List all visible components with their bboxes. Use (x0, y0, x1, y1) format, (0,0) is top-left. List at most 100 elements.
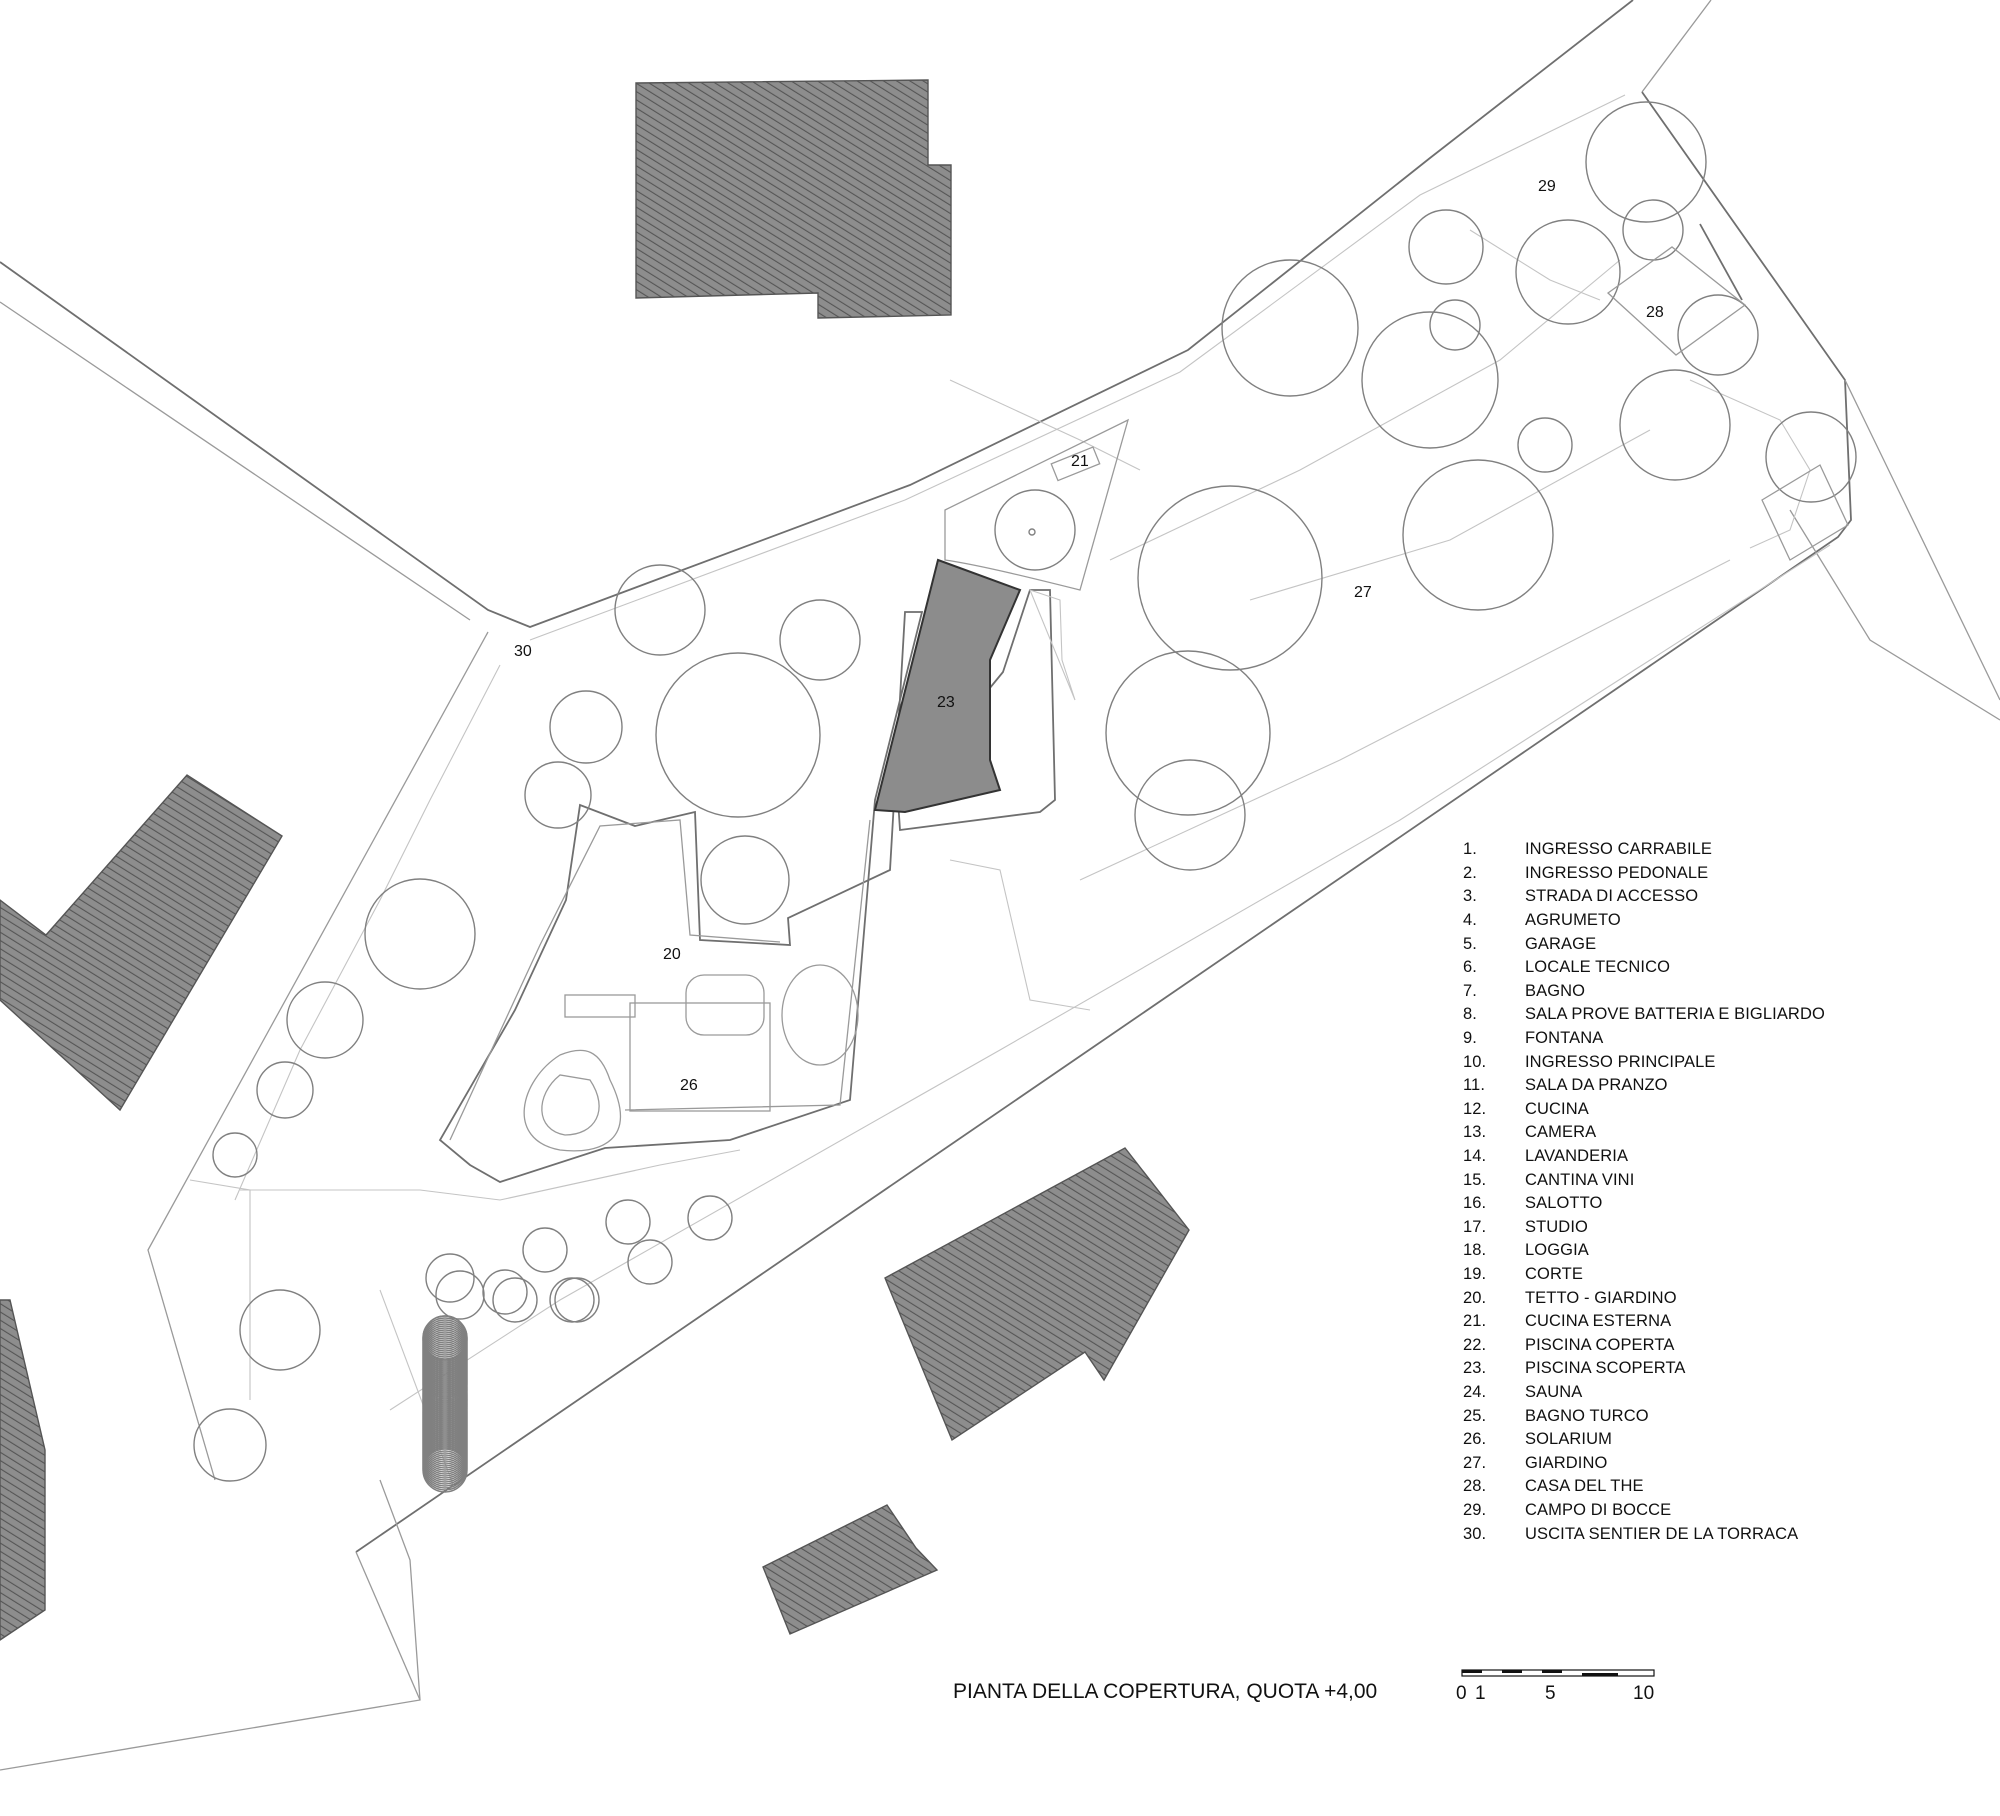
legend-item-number: 26. (1463, 1430, 1487, 1449)
legend-item-text: CANTINA VINI (1525, 1170, 1635, 1189)
legend-item-text: GIARDINO (1525, 1453, 1608, 1472)
legend-item-text: INGRESSO PEDONALE (1525, 863, 1709, 882)
legend-item-number: 28. (1463, 1477, 1487, 1496)
legend-item: 21. CUCINA ESTERNA (1463, 1310, 1883, 1334)
legend-item-text: LAVANDERIA (1525, 1147, 1629, 1166)
legend-item-text: PISCINA SCOPERTA (1525, 1359, 1686, 1378)
label-20: 20 (663, 946, 681, 963)
legend-item-number: 16. (1463, 1194, 1487, 1213)
legend-item-number: 5. (1463, 934, 1477, 953)
legend-item-number: 13. (1463, 1123, 1487, 1142)
legend-item-number: 22. (1463, 1335, 1487, 1354)
legend-item: 14. LAVANDERIA (1463, 1145, 1883, 1169)
legend-item-number: 3. (1463, 887, 1477, 906)
label-27: 27 (1354, 584, 1372, 601)
legend-item-number: 10. (1463, 1052, 1487, 1071)
legend-item: 6. LOCALE TECNICO (1463, 956, 1883, 980)
legend-item: 2. INGRESSO PEDONALE (1463, 862, 1883, 886)
legend-item: 29. CAMPO DI BOCCE (1463, 1499, 1883, 1523)
legend-item: 20.TETTO - GIARDINO (1463, 1286, 1883, 1310)
legend-item-text: LOCALE TECNICO (1525, 958, 1671, 977)
legend-item-text: CAMPO DI BOCCE (1525, 1500, 1672, 1519)
legend-item-text: USCITA SENTIER DE LA TORRACA (1525, 1524, 1799, 1543)
legend-item-number: 21. (1463, 1312, 1487, 1331)
label-30: 30 (514, 643, 532, 660)
legend-item: 17.STUDIO (1463, 1216, 1883, 1240)
building-southwest (0, 1299, 46, 1641)
plan-labels: 20 21 23 26 27 28 29 30 (514, 178, 1664, 1094)
neighbouring-buildings (0, 79, 1190, 1641)
pool-area (873, 418, 1130, 814)
legend-item: 24. SAUNA (1463, 1381, 1883, 1405)
legend-item: 9.FONTANA (1463, 1027, 1883, 1051)
legend-item: 19.CORTE (1463, 1263, 1883, 1287)
legend-item-text: CAMERA (1525, 1123, 1597, 1142)
roads-and-boundaries (0, 0, 2000, 1771)
legend-item: 23. PISCINA SCOPERTA (1463, 1357, 1883, 1381)
legend-item-text: SOLARIUM (1525, 1430, 1612, 1449)
legend-item-number: 29. (1463, 1500, 1487, 1519)
legend-item-text: GARAGE (1525, 934, 1597, 953)
label-28: 28 (1646, 304, 1664, 321)
legend-item-number: 1. (1463, 840, 1477, 859)
label-21: 21 (1071, 453, 1089, 470)
legend-item: 27. GIARDINO (1463, 1451, 1883, 1475)
legend-item: 18.LOGGIA (1463, 1239, 1883, 1263)
legend-item-number: 18. (1463, 1241, 1487, 1260)
scale-label-5: 5 (1545, 1683, 1556, 1704)
legend-item: 3. STRADA DI ACCESSO (1463, 885, 1883, 909)
legend-item: 12.CUCINA (1463, 1098, 1883, 1122)
legend-item-text: SAUNA (1525, 1382, 1583, 1401)
legend-item-number: 9. (1463, 1029, 1477, 1048)
legend-item-number: 4. (1463, 911, 1477, 930)
legend-item-text: TETTO - GIARDINO (1525, 1288, 1677, 1307)
legend-item-number: 24. (1463, 1382, 1487, 1401)
legend-item: 26. SOLARIUM (1463, 1428, 1883, 1452)
legend-item: 4. AGRUMETO (1463, 909, 1883, 933)
legend-item-text: SALOTTO (1525, 1194, 1603, 1213)
main-building (438, 379, 1141, 1183)
legend-item: 25. BAGNO TURCO (1463, 1404, 1883, 1428)
legend-item-text: INGRESSO CARRABILE (1525, 840, 1713, 859)
legend-item-text: BAGNO TURCO (1525, 1406, 1649, 1425)
legend-item: 22. PISCINA COPERTA (1463, 1333, 1883, 1357)
legend-item-text: STUDIO (1525, 1217, 1588, 1236)
plan-title: PIANTA DELLA COPERTURA, QUOTA +4,00 (953, 1680, 1378, 1703)
legend-item-text: AGRUMETO (1525, 911, 1621, 930)
tea-house (1606, 223, 1849, 561)
legend-item-number: 25. (1463, 1406, 1487, 1425)
building-south (884, 1147, 1190, 1442)
scale-label-0: 0 (1456, 1683, 1467, 1704)
legend-item: 5. GARAGE (1463, 932, 1883, 956)
legend-item-text: BAGNO (1525, 981, 1586, 1000)
legend-item-number: 23. (1463, 1359, 1487, 1378)
scale-label-10: 10 (1633, 1683, 1655, 1704)
legend-item-number: 27. (1463, 1453, 1487, 1472)
legend-item-number: 19. (1463, 1264, 1487, 1283)
legend-item-text: PISCINA COPERTA (1525, 1335, 1675, 1354)
legend-item-number: 15. (1463, 1170, 1487, 1189)
legend-item-number: 6. (1463, 958, 1477, 977)
legend-item-text: CASA DEL THE (1525, 1477, 1644, 1496)
label-29: 29 (1538, 178, 1556, 195)
building-north (635, 79, 952, 319)
label-23: 23 (937, 694, 955, 711)
legend-item-number: 7. (1463, 981, 1477, 1000)
legend: 1. INGRESSO CARRABILE 2. INGRESSO PEDONALE 3… (1463, 838, 1883, 1546)
building-southsouth (762, 1504, 939, 1635)
legend-item-text: CUCINA ESTERNA (1525, 1312, 1672, 1331)
legend-item: 13. CAMERA (1463, 1121, 1883, 1145)
legend-item-number: 14. (1463, 1147, 1487, 1166)
legend-item: 28. CASA DEL THE (1463, 1475, 1883, 1499)
trees (193, 101, 1857, 1493)
legend-item-text: INGRESSO PRINCIPALE (1525, 1052, 1716, 1071)
legend-item: 16. SALOTTO (1463, 1192, 1883, 1216)
label-26: 26 (680, 1077, 698, 1094)
legend-item: 8.SALA PROVE BATTERIA E BIGLIARDO (1463, 1003, 1883, 1027)
legend-item-number: 30. (1463, 1524, 1487, 1543)
building-west (0, 774, 283, 1112)
legend-item-number: 2. (1463, 863, 1477, 882)
legend-item-text: STRADA DI ACCESSO (1525, 887, 1699, 906)
legend-item: 10. INGRESSO PRINCIPALE (1463, 1050, 1883, 1074)
